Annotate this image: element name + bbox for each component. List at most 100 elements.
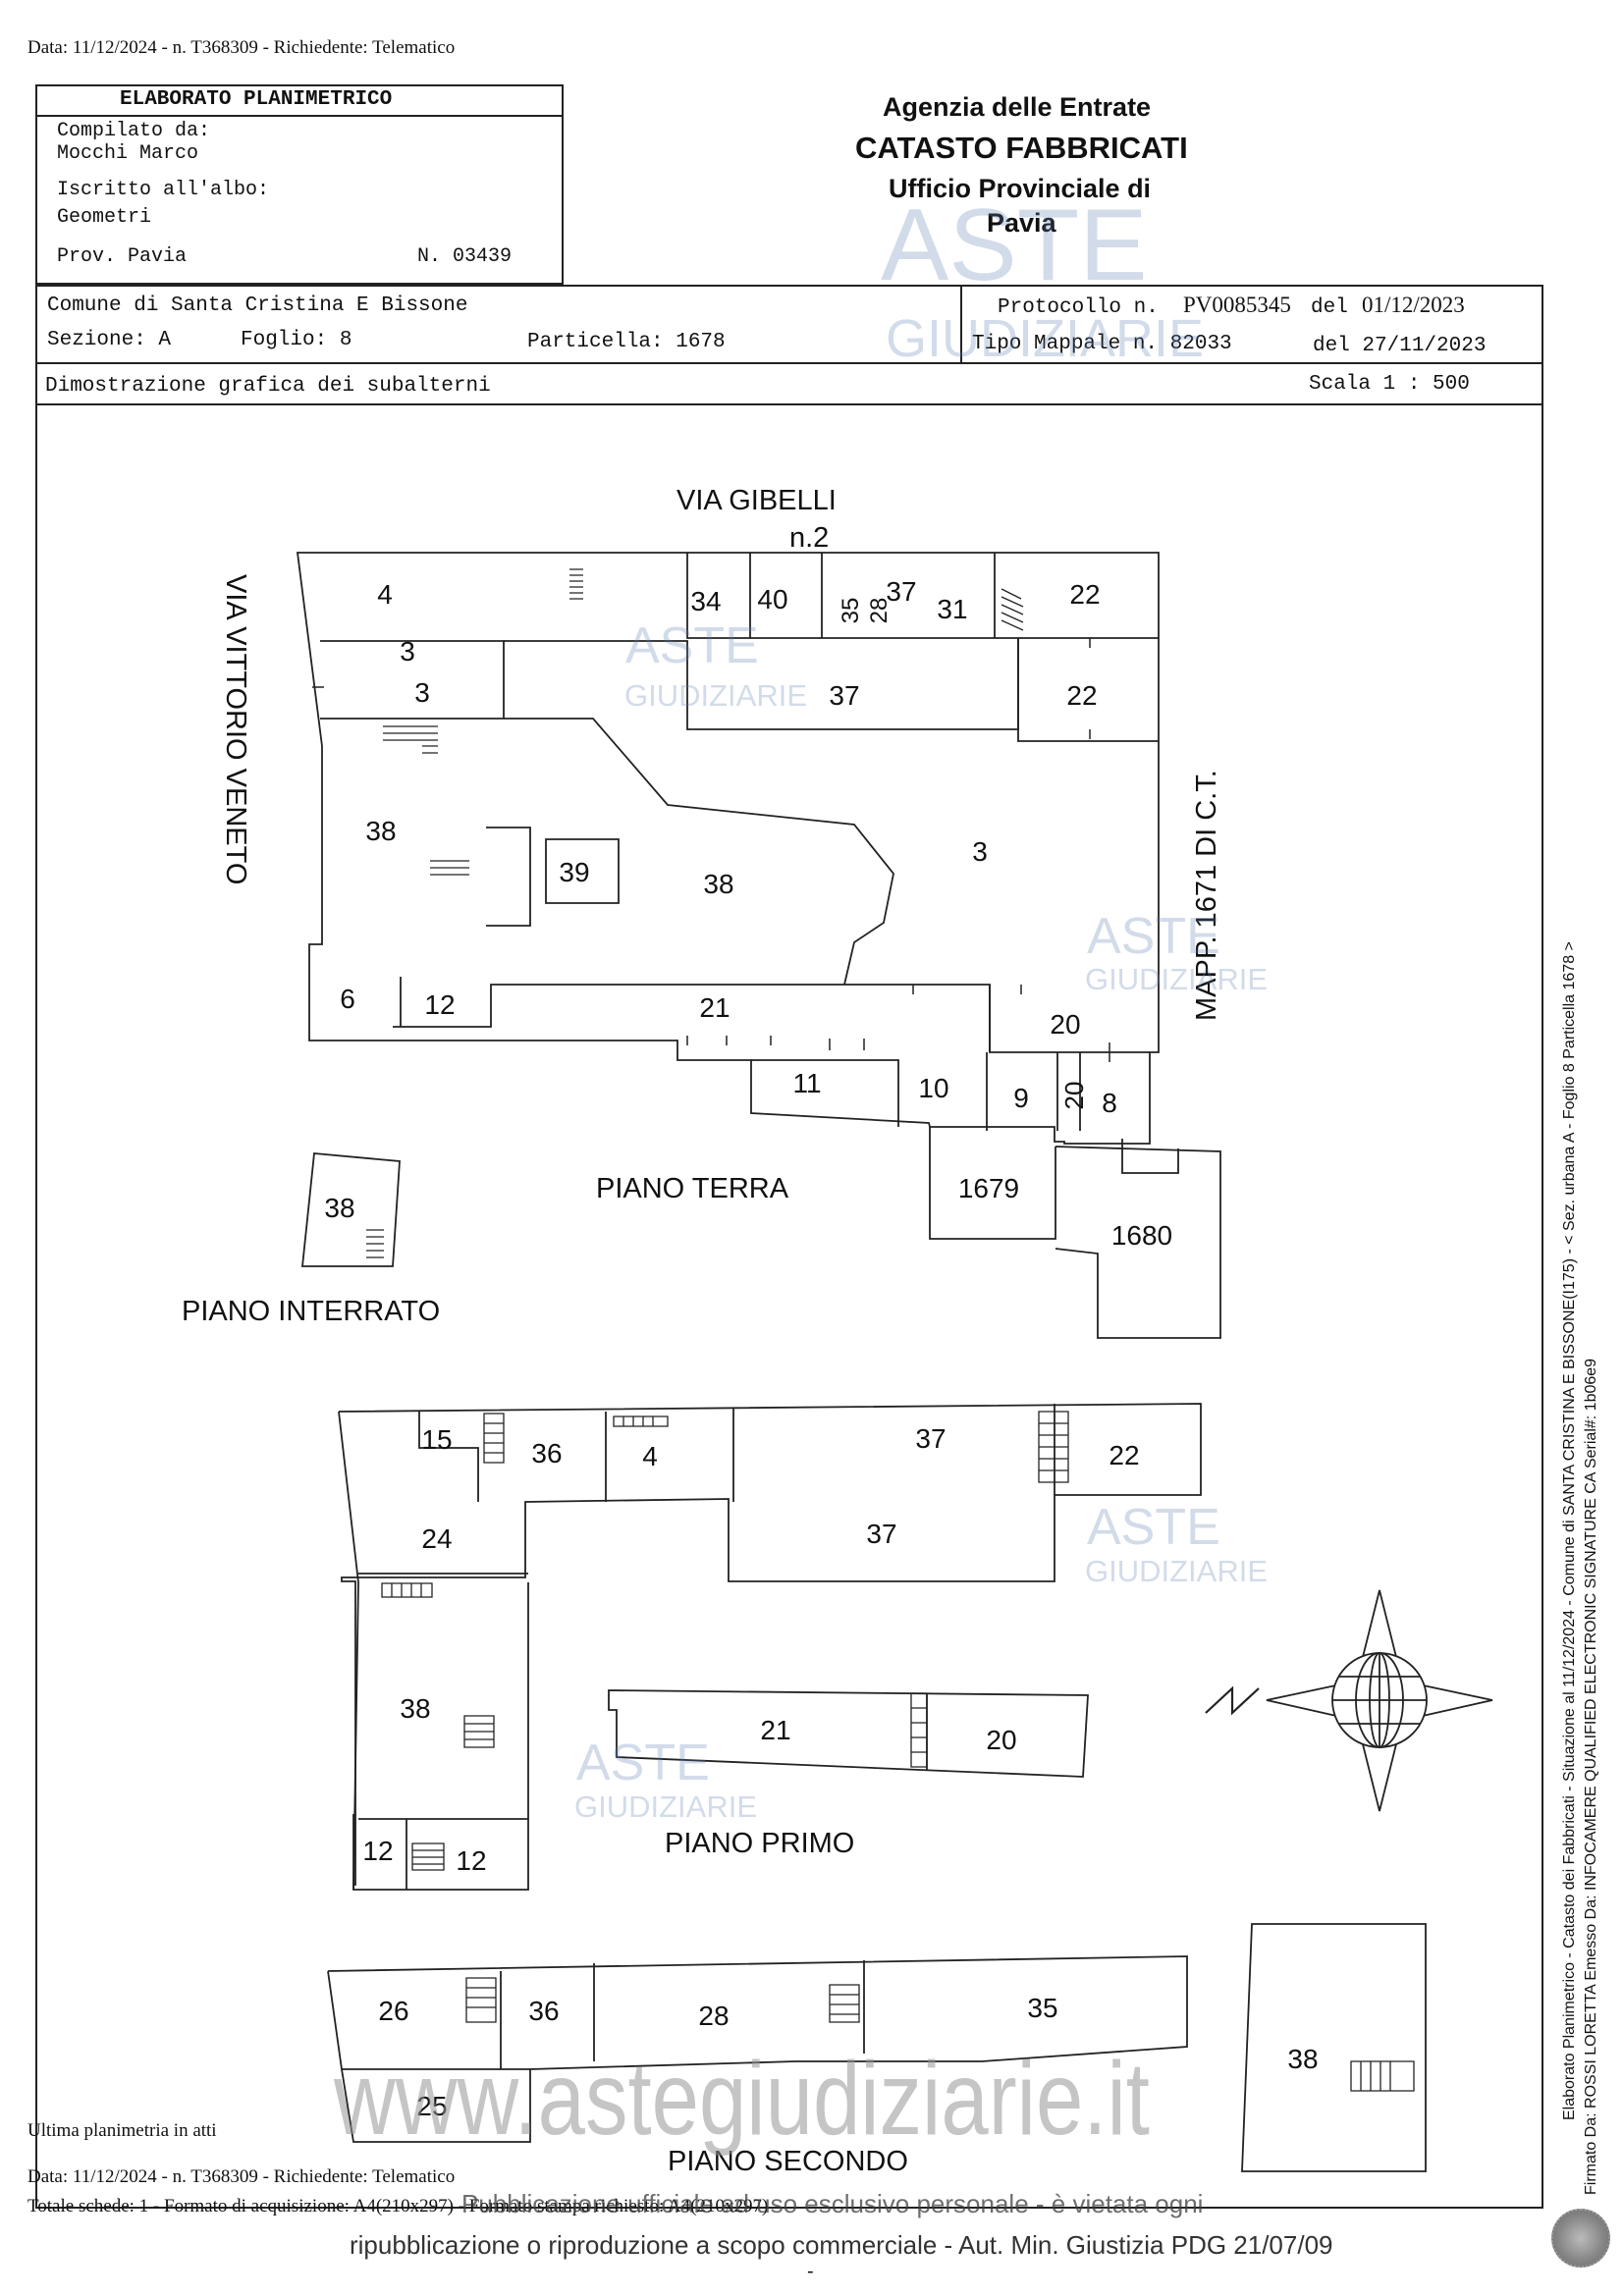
tipo-mappale: Tipo Mappale n. 82033 (972, 333, 1232, 355)
catasto-title: CATASTO FABBRICATI (855, 131, 1188, 165)
watermark-site: www.astegiudiziarie.it (334, 2041, 1150, 2157)
room-label: 37 (829, 680, 859, 711)
floor-terra: PIANO TERRA (596, 1173, 789, 1204)
footer-totale: Totale schede: 1 - Formato di acquisizio… (27, 2196, 769, 2216)
room-label: 34 (690, 586, 721, 616)
protocollo-value: PV0085345 (1183, 293, 1291, 317)
room-label: 37 (915, 1423, 946, 1454)
room-label: 35 (838, 598, 864, 624)
room-label: 37 (866, 1519, 896, 1549)
watermark-aste-3: ASTE (1087, 1499, 1220, 1556)
ultima-planimetria: Ultima planimetria in atti (27, 2120, 217, 2141)
street-north: VIA GIBELLI (676, 485, 837, 516)
watermark-giudiziarie-top: GIUDIZIARIE (886, 309, 1205, 368)
foglio: Foglio: 8 (241, 329, 352, 351)
prov-number: N. 03439 (417, 245, 513, 268)
room-label: 3 (400, 636, 415, 667)
compiled-label: Compilato da: (57, 120, 211, 142)
albo-value: Geometri (57, 206, 152, 229)
compiler-title-divider (35, 115, 564, 117)
room-label: 24 (421, 1523, 452, 1554)
side-line-1: Elaborato Planimetrico - Catasto dei Fab… (1561, 941, 1578, 2120)
footer-bottom: ripubblicazione o riproduzione a scopo c… (350, 2230, 1333, 2260)
top-date-line: Data: 11/12/2024 - n. T368309 - Richiede… (27, 37, 456, 58)
room-label: 8 (1102, 1088, 1117, 1118)
watermark-aste-1: ASTE (625, 617, 759, 674)
room-label: 37 (886, 576, 916, 607)
room-label: 3 (972, 836, 988, 867)
footer-overlay: Pubblicazione ufficiale ad uso esclusivo… (461, 2189, 1204, 2218)
seal-icon (1551, 2209, 1610, 2268)
info-vertical-divider (960, 285, 962, 362)
sezione: Sezione: A (47, 329, 172, 351)
room-label: 22 (1066, 680, 1097, 711)
watermark-giudiziarie-4: GIUDIZIARIE (574, 1789, 758, 1824)
agency-name: Agenzia delle Entrate (883, 92, 1152, 122)
comune: Comune di Santa Cristina E Bissone (47, 294, 468, 317)
main-frame (35, 285, 1543, 2209)
footer-dash: - (807, 2261, 814, 2282)
albo-label: Iscritto all'albo: (57, 179, 270, 201)
room-label: 38 (400, 1693, 430, 1724)
watermark-giudiziarie-1: GIUDIZIARIE (624, 678, 808, 713)
room-label: 15 (421, 1424, 452, 1455)
street-north-number: n.2 (789, 522, 830, 554)
office-name: Ufficio Provinciale di (889, 174, 1152, 203)
info-divider-2 (35, 403, 1543, 405)
protocollo-date: 01/12/2023 (1362, 293, 1465, 317)
room-label: 38 (1287, 2044, 1318, 2074)
room-label: 20 (986, 1725, 1016, 1755)
room-label: 28 (698, 2001, 729, 2031)
info-divider-1 (35, 362, 1543, 364)
street-west: VIA VITTORIO VENETO (220, 574, 251, 885)
compass-icon (1205, 1589, 1493, 1812)
room-label: 36 (528, 1996, 559, 2026)
watermark-giudiziarie-3: GIUDIZIARIE (1085, 1554, 1269, 1588)
room-label: 36 (531, 1438, 562, 1468)
room-label: 3 (414, 677, 430, 708)
room-label: 9 (1013, 1083, 1029, 1113)
room-label: 21 (699, 992, 730, 1023)
room-label: 26 (378, 1996, 408, 2026)
side-line-2: Firmato Da: ROSSI LORETTA Emesso Da: INF… (1583, 1358, 1599, 2195)
particella: Particella: 1678 (527, 331, 726, 353)
watermark-giudiziarie-2: GIUDIZIARIE (1085, 962, 1269, 996)
compiler-box (35, 84, 564, 285)
office-city: Pavia (987, 208, 1056, 238)
compiled-name: Mocchi Marco (57, 142, 199, 165)
room-label: 6 (340, 984, 355, 1014)
floor-secondo: PIANO SECONDO (668, 2146, 908, 2177)
watermark-aste-top: ASTE (881, 188, 1148, 302)
room-label: 20 (1059, 1082, 1089, 1110)
protocollo-label: Protocollo n. (998, 296, 1159, 319)
doc-title: ELABORATO PLANIMETRICO (120, 88, 393, 111)
room-label: 38 (703, 869, 733, 899)
room-label: 4 (642, 1441, 658, 1471)
room-label: 22 (1109, 1440, 1139, 1470)
room-label: 38 (365, 816, 396, 846)
floor-interrato: PIANO INTERRATO (182, 1296, 441, 1327)
room-label: 25 (416, 2091, 447, 2121)
room-label: 11 (792, 1068, 821, 1098)
room-label: 1679 (958, 1173, 1019, 1203)
room-label: 31 (937, 594, 967, 624)
room-label: 40 (757, 584, 787, 614)
room-label: 39 (559, 857, 589, 887)
protocollo-del: del (1311, 296, 1348, 319)
footer-date-line: Data: 11/12/2024 - n. T368309 - Richiede… (27, 2166, 456, 2187)
room-label: 1680 (1111, 1220, 1172, 1251)
watermark-aste-2: ASTE (1087, 908, 1220, 965)
room-label: 12 (362, 1836, 393, 1866)
tipo-date: del 27/11/2023 (1313, 335, 1487, 357)
prov-label: Prov. Pavia (57, 245, 188, 268)
room-label: 22 (1069, 579, 1100, 610)
watermark-aste-4: ASTE (576, 1735, 710, 1791)
room-label: 35 (1027, 1993, 1057, 2023)
room-label: 12 (424, 989, 455, 1020)
dimostrazione: Dimostrazione grafica dei subalterni (45, 375, 491, 398)
room-label: 20 (1050, 1009, 1080, 1040)
scala: Scala 1 : 500 (1309, 373, 1470, 396)
room-label: 10 (918, 1073, 948, 1103)
floor-primo: PIANO PRIMO (665, 1828, 855, 1859)
